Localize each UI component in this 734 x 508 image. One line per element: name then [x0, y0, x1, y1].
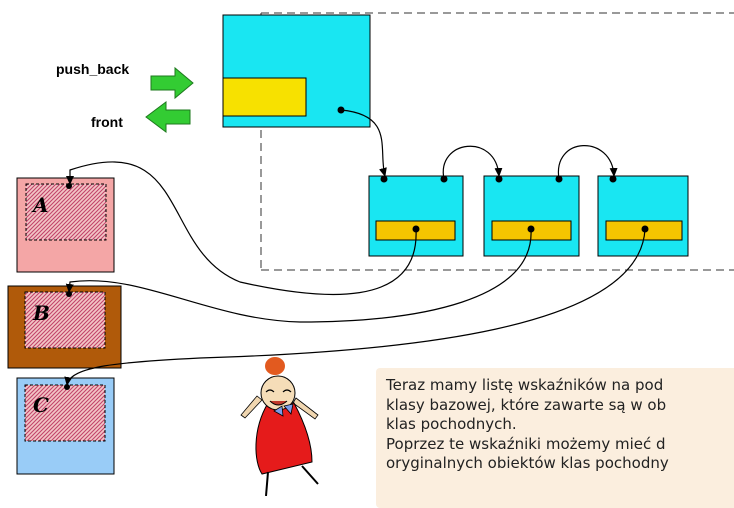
- pointer-arrow-c: [64, 228, 646, 386]
- front-arrow-icon: [145, 101, 191, 133]
- object-b-letter: B: [32, 301, 50, 325]
- node-link-arrow: [442, 145, 503, 180]
- pointer-arrow-a: [66, 161, 417, 296]
- object-b: B: [7, 285, 122, 369]
- list-node: [483, 175, 580, 257]
- pointer-arrow-b: [65, 228, 532, 323]
- node-link-arrow: [557, 145, 618, 180]
- note-line: Poprzez te wskaźniki możemy mieć d: [386, 434, 666, 453]
- explanation-note: Teraz mamy listę wskaźników na pod klasy…: [376, 368, 734, 508]
- list-node: [597, 175, 689, 257]
- note-line: oryginalnych obiektów klas pochodny: [386, 454, 669, 472]
- list-diagram: push_back front A B C: [7, 12, 734, 496]
- push-back-arrow-icon: [150, 66, 194, 100]
- object-c-base-part: [24, 384, 106, 442]
- note-line: Teraz mamy listę wskaźników na pod: [386, 376, 664, 394]
- push-back-label: push_back: [56, 61, 129, 77]
- object-c: C: [16, 377, 115, 475]
- cartoon-girl-illustration: [240, 357, 319, 496]
- object-a-letter: A: [31, 193, 49, 217]
- front-label: front: [91, 114, 123, 130]
- note-line: klasy bazowej, które zawarte są w ob: [386, 395, 667, 414]
- note-line: klas pochodnych.: [386, 415, 517, 433]
- list-head-field: [222, 77, 307, 117]
- object-a: A: [16, 177, 115, 273]
- object-b-base-part: [24, 291, 106, 349]
- object-c-letter: C: [33, 393, 49, 417]
- head-to-node-arrow: [340, 109, 387, 177]
- object-a-base-part: [25, 183, 107, 241]
